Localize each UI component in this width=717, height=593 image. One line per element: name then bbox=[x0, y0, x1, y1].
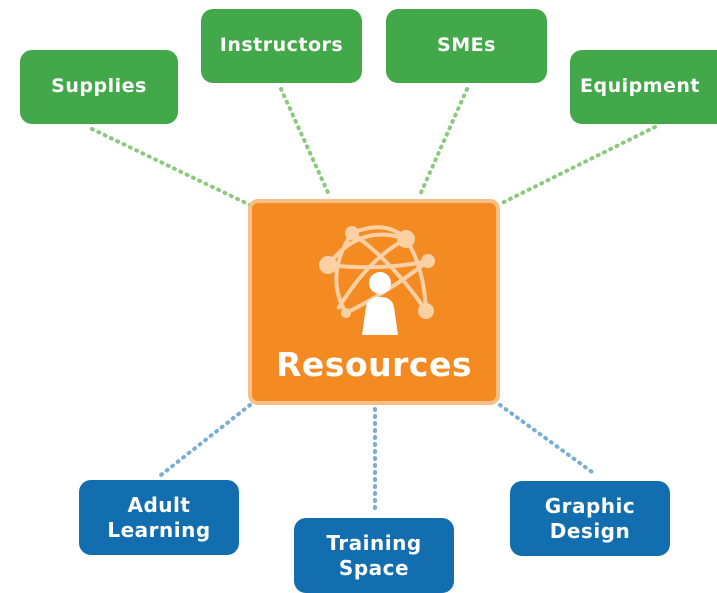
node-supplies-label: Supplies bbox=[51, 75, 147, 98]
node-instructors: Instructors bbox=[201, 9, 362, 83]
connector-instructors bbox=[279, 87, 332, 199]
connector-graphic-design bbox=[498, 403, 594, 474]
node-graphic-design-label: Graphic Design bbox=[544, 493, 636, 543]
center-title: Resources bbox=[276, 345, 472, 384]
node-smes: SMEs bbox=[386, 9, 547, 83]
connector-equipment bbox=[500, 125, 657, 205]
node-graphic-design: Graphic Design bbox=[510, 481, 670, 556]
connector-smes bbox=[417, 87, 469, 199]
node-training-space: Training Space bbox=[294, 518, 454, 593]
node-instructors-label: Instructors bbox=[219, 34, 344, 57]
node-adult-learning: Adult Learning bbox=[79, 480, 239, 555]
node-equipment-label: Equipment bbox=[580, 75, 701, 98]
resources-center-node: Resources bbox=[248, 199, 500, 405]
node-supplies: Supplies bbox=[20, 50, 178, 124]
node-equipment: Equipment bbox=[570, 50, 717, 124]
network-person-icon bbox=[319, 225, 435, 335]
connector-supplies bbox=[90, 127, 252, 207]
node-smes-label: SMEs bbox=[437, 34, 496, 57]
node-adult-learning-label: Adult Learning bbox=[107, 492, 211, 542]
connector-adult-learning bbox=[159, 403, 252, 477]
node-training-space-label: Training Space bbox=[326, 530, 422, 580]
